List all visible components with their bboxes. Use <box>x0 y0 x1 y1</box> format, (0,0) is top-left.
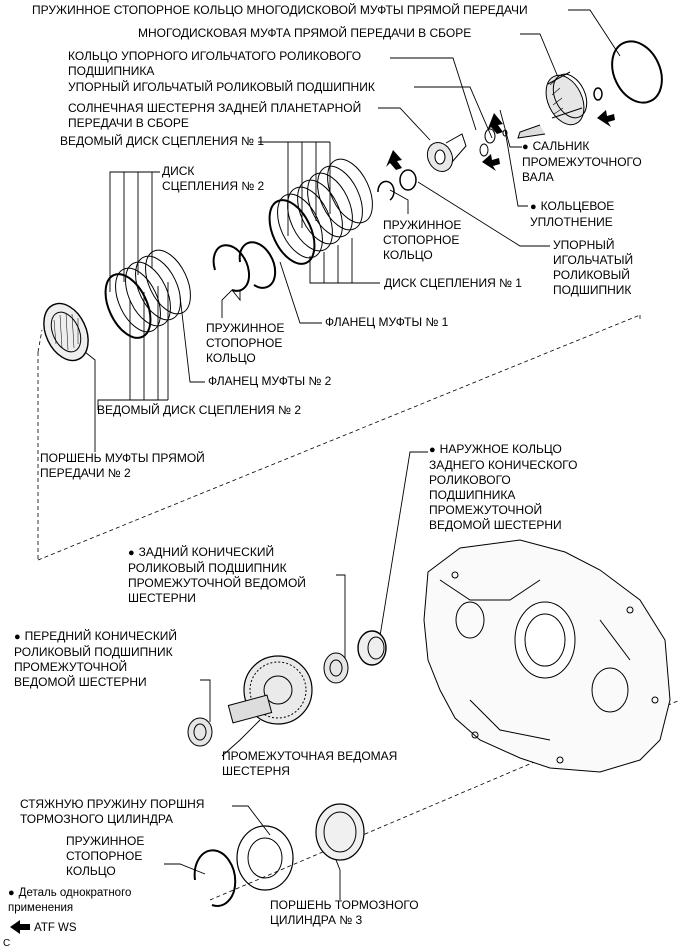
label-snap-ring-mid: ПРУЖИННОЕ СТОПОРНОЕ КОЛЬЦО <box>383 218 462 262</box>
legend-arrow-icon <box>10 920 30 934</box>
o-ring-part <box>502 129 508 137</box>
clutch-pack-1 <box>268 158 373 265</box>
return-spring-part <box>236 825 294 891</box>
label-thrust-bearing-right: УПОРНЫЙ ИГОЛЬЧАТЫЙ РОЛИКОВЫЙ ПОДШИПНИК <box>553 238 634 297</box>
label-clutch-disc-2: ДИСК СЦЕПЛЕНИЯ № 2 <box>162 164 265 193</box>
front-bearing-part <box>187 717 213 747</box>
label-thrust-race: КОЛЬЦО УПОРНОГО ИГОЛЬЧАТОГО РОЛИКОВОГО П… <box>68 49 362 78</box>
label-brake-piston-3: ПОРШЕНЬ ТОРМОЗНОГО ЦИЛИНДРА № 3 <box>270 898 419 927</box>
corner-mark: C <box>3 938 11 949</box>
label-snap-ring-bottom: ПРУЖИННОЕ СТОПОРНОЕ КОЛЬЦО <box>66 834 145 878</box>
label-rear-bearing: ЗАДНИЙ КОНИЧЕСКИЙ РОЛИКОВЫЙ ПОДШИПНИК ПР… <box>128 545 306 606</box>
label-thrust-bearing-top: УПОРНЫЙ ИГОЛЬЧАТЫЙ РОЛИКОВЫЙ ПОДШИПНИК <box>68 80 375 94</box>
outer-race-part <box>357 630 387 666</box>
label-snap-ring-left: ПРУЖИННОЕ СТОПОРНОЕ КОЛЬЦО <box>206 321 285 365</box>
legend-atf: ATF WS <box>34 922 77 934</box>
rear-bearing-part <box>323 652 349 684</box>
label-o-ring: КОЛЬЦЕВОЕ УПЛОТНЕНИЕ <box>530 199 614 230</box>
brake-piston-3-part <box>315 803 365 861</box>
legend-non-reusable: Деталь однократного применения <box>8 886 131 916</box>
top-snap-ring <box>611 40 663 104</box>
counter-driven-gear-part <box>227 655 313 725</box>
label-return-spring: СТЯЖНУЮ ПРУЖИНУ ПОРШНЯ ТОРМОЗНОГО ЦИЛИНД… <box>20 797 205 826</box>
label-flange-2: ФЛАНЕЦ МУФТЫ № 2 <box>208 374 332 388</box>
label-direct-clutch-assembly: МНОГОДИСКОВАЯ МУФТА ПРЯМОЙ ПЕРЕДАЧИ В СБ… <box>138 26 472 40</box>
label-driven-plate-1: ВЕДОМЫЙ ДИСК СЦЕПЛЕНИЯ № 1 <box>60 134 265 148</box>
label-piston-2: ПОРШЕНЬ МУФТЫ ПРЯМОЙ ПЕРЕДАЧИ № 2 <box>40 451 205 480</box>
label-flange-1: ФЛАНЕЦ МУФТЫ № 1 <box>325 315 449 329</box>
piston-2-part <box>43 302 89 362</box>
label-counter-driven-gear: ПРОМЕЖУТОЧНАЯ ВЕДОМАЯ ШЕСТЕРНЯ <box>222 749 398 778</box>
sun-gear-part <box>426 133 467 173</box>
transmission-case <box>423 539 671 773</box>
clutch-drum <box>517 71 588 139</box>
label-outer-race: НАРУЖНОЕ КОЛЬЦО ЗАДНЕГО КОНИЧЕСКОГО РОЛИ… <box>429 442 577 533</box>
label-direct-clutch-snap-ring: ПРУЖИННОЕ СТОПОРНОЕ КОЛЬЦО МНОГОДИСКОВОЙ… <box>32 3 528 17</box>
shaft-seal-part <box>593 87 603 101</box>
dashed-guides <box>37 314 681 901</box>
thrust-race-part <box>484 128 496 144</box>
snap-rings-left <box>212 241 277 292</box>
thrust-bearing-part <box>479 143 489 157</box>
label-clutch-disc-1: ДИСК СЦЕПЛЕНИЯ № 1 <box>384 276 522 290</box>
label-front-bearing: ПЕРЕДНИЙ КОНИЧЕСКИЙ РОЛИКОВЫЙ ПОДШИПНИК … <box>14 629 177 690</box>
clutch-pack-2 <box>104 249 191 339</box>
label-sun-gear: СОЛНЕЧНАЯ ШЕСТЕРНЯ ЗАДНЕЙ ПЛАНЕТАРНОЙ ПЕ… <box>68 101 362 130</box>
label-shaft-seal: САЛЬНИК ПРОМЕЖУТОЧНОГО ВАЛА <box>522 139 642 185</box>
label-driven-plate-2: ВЕДОМЫЙ ДИСК СЦЕПЛЕНИЯ № 2 <box>97 403 302 417</box>
